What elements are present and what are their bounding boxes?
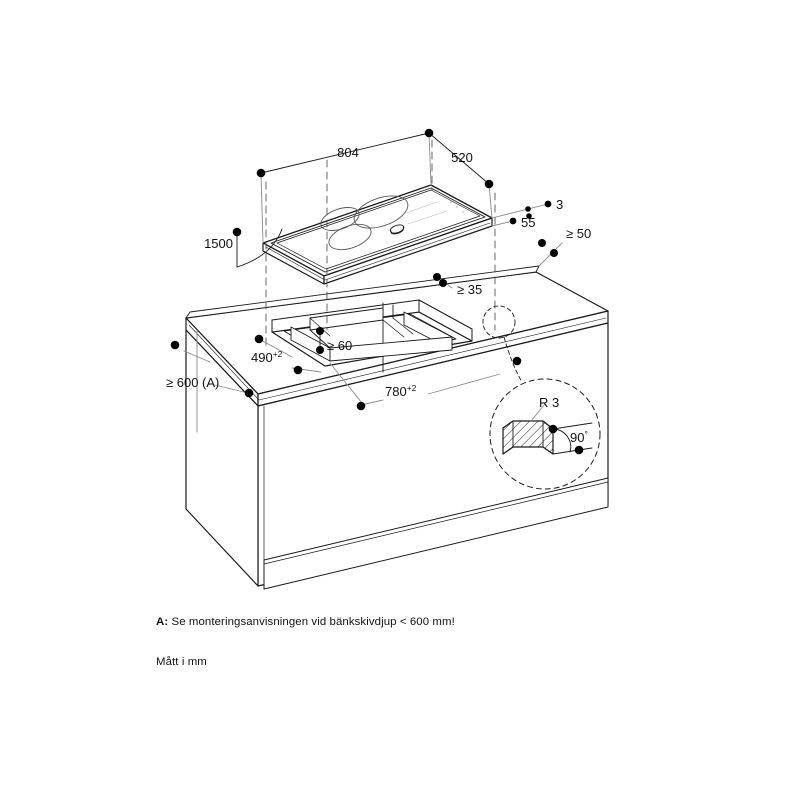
dim-label-1500: 1500 (204, 236, 233, 251)
dot-60-bottom (316, 346, 324, 354)
burner-center (353, 195, 409, 229)
dim-label-50: ≥ 50 (566, 226, 591, 241)
dim-label-780-value: 780 (385, 384, 407, 399)
cooktop-edge-hairline (265, 246, 326, 281)
control-knob-icon (389, 224, 405, 235)
dim-label-90-value: 90 (570, 430, 584, 445)
burner-rear-left (320, 207, 360, 231)
detail-angle-ref-line (552, 422, 593, 430)
dot-804-left (256, 168, 266, 178)
extline-55 (491, 220, 514, 227)
dim-label-90: 90° (570, 429, 588, 445)
dimension-labels: 804 520 3 55 ≥ 50 1500 ≥ 35 ≥ 60 490+2 ≥… (166, 145, 591, 445)
dim-label-90-degree: ° (584, 429, 587, 439)
dot-55-b (526, 213, 532, 219)
dot-490-b (293, 365, 303, 375)
extline-780-from-cutout (329, 362, 363, 404)
control-dot-2 (456, 206, 458, 208)
dim-label-490: 490+2 (251, 349, 283, 365)
control-dot-1 (450, 201, 452, 203)
dot-780-a (356, 401, 366, 411)
dim-label-490-value: 490 (251, 350, 273, 365)
dot-3-b (525, 206, 531, 212)
cooktop-bevel-inner (270, 187, 486, 273)
dimline-1500-break (236, 228, 283, 268)
dimline-780-r (427, 373, 501, 395)
dimline-804 (260, 132, 430, 174)
cutout-rail-join (382, 319, 405, 338)
detail-origin-circle (482, 305, 516, 339)
control-panel-hairline-2 (407, 210, 448, 225)
dot-3-a (544, 200, 552, 208)
dim-label-520: 520 (451, 150, 473, 165)
units-note-text: Mått i mm (156, 656, 207, 668)
burner-front-left (328, 223, 372, 251)
edge-radius-detail (482, 305, 601, 490)
extline-3 (491, 203, 549, 219)
footnote-a-key: A: (156, 616, 169, 628)
dot-600-a (170, 340, 180, 350)
dot-50-a (538, 239, 546, 247)
detail-leader-line (503, 336, 523, 383)
extline-804-right (428, 132, 432, 186)
cabinet-plinth-hairline (263, 481, 609, 565)
dim-label-780: 780+2 (385, 383, 417, 399)
dot-1500 (232, 227, 242, 237)
dim-label-490-tolerance: +2 (273, 349, 283, 359)
dot-520-end (484, 179, 494, 189)
footnote-a: A: Se monteringsanvisningen vid bänkskiv… (156, 616, 455, 628)
cutout-inner-front-step (329, 336, 453, 362)
worktop-front-hairline (188, 324, 260, 401)
dim-label-60: ≥ 60 (327, 338, 352, 353)
dot-35-b (439, 279, 447, 287)
dim-label-55: 55 (521, 215, 535, 230)
footnote-a-text: Se monteringsanvisningen vid bänkskivdju… (171, 616, 455, 628)
dot-60-top (316, 327, 324, 335)
dot-35-a (433, 273, 441, 281)
dot-600-b (244, 388, 254, 398)
detail-angle-ref-line2 (552, 447, 593, 455)
cooktop-edge-hairline2 (324, 222, 491, 281)
units-note: Mått i mm (156, 656, 207, 668)
dimension-dots (170, 128, 584, 455)
dot-detail-90b (574, 445, 584, 455)
extline-804-left (260, 172, 264, 244)
dot-50-b (550, 249, 558, 257)
extline-520 (488, 183, 493, 219)
detail-r3-leader (530, 403, 546, 422)
cabinet-side-panel (185, 329, 259, 587)
dot-780-b (512, 356, 522, 366)
control-dot-3 (462, 211, 464, 213)
dimline-600-b (214, 384, 249, 394)
cooktop-hob (262, 184, 493, 285)
cutout-wall-right (418, 299, 473, 342)
dot-804-right (424, 128, 434, 138)
dimline-490-a (258, 338, 293, 358)
dot-detail-90a (548, 424, 558, 434)
dim-label-r3: R 3 (539, 395, 559, 410)
cooktop-bevel-inner2 (276, 189, 481, 270)
dim-label-780-tolerance: +2 (407, 383, 417, 393)
dim-label-35: ≥ 35 (457, 282, 482, 297)
control-panel-hairline-1 (405, 201, 438, 214)
dim-label-600a: ≥ 600 (A) (166, 375, 219, 390)
dimline-520 (428, 132, 490, 185)
dim-label-804: 804 (337, 145, 359, 160)
worktop-right-hairline (258, 317, 607, 401)
dot-55-a (509, 217, 517, 225)
dot-490-a (254, 334, 264, 344)
dim-label-600a-text: ≥ 600 (A) (166, 375, 219, 390)
cutout-rail-join2 (392, 317, 414, 335)
dim-label-3: 3 (556, 197, 563, 212)
cabinet-plinth (263, 477, 609, 590)
projection-lines (265, 139, 496, 346)
